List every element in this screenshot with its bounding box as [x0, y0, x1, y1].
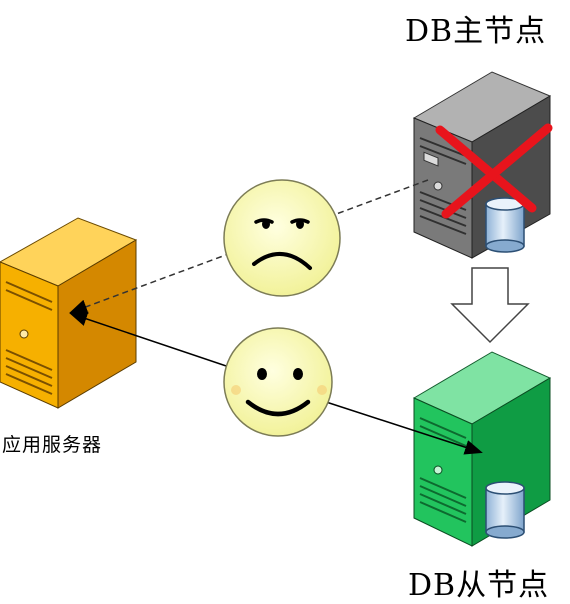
- failed-connection-line: [69, 179, 429, 314]
- db-slave-server: [412, 351, 552, 547]
- app-server-vents: [5, 281, 53, 395]
- app-server: [0, 217, 138, 409]
- happy-face-icon: [223, 327, 333, 437]
- down-arrow-icon: [450, 267, 530, 344]
- db-master-label: DB主节点: [405, 14, 547, 49]
- sad-face-icon: [223, 179, 341, 297]
- cross-icon: [435, 123, 553, 219]
- database-icon: [485, 481, 525, 539]
- database-icon: [485, 197, 525, 253]
- active-connection-line-to-db: [319, 399, 483, 455]
- app-server-label: 应用服务器: [2, 434, 103, 456]
- active-connection-line-to-app: [69, 311, 251, 375]
- db-slave-vents: [419, 417, 467, 523]
- db-slave-label: DB从节点: [408, 568, 550, 603]
